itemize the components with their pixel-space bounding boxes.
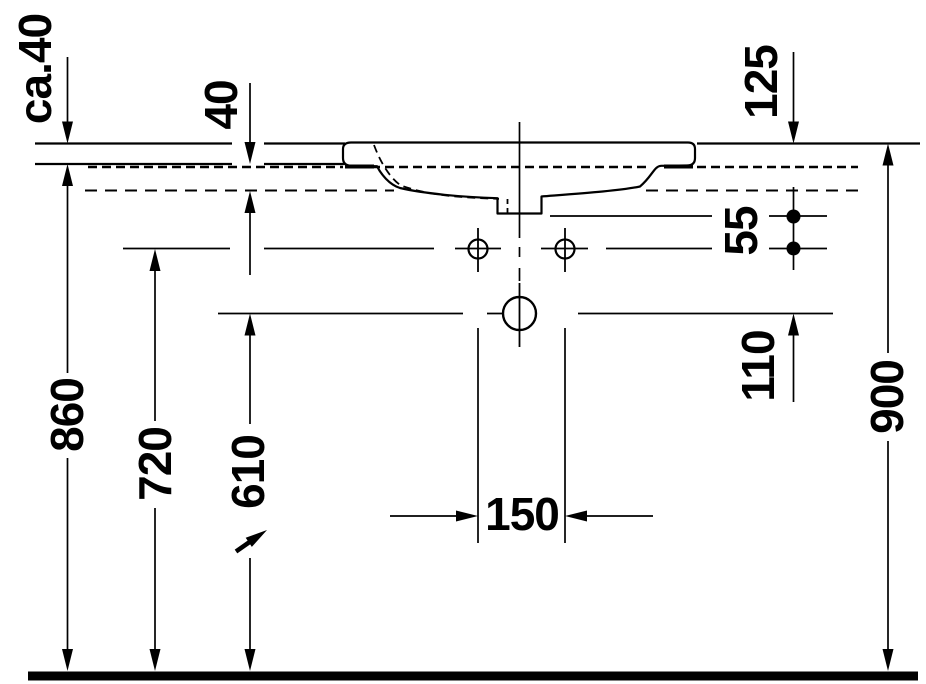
label-floor-to-rim: 900 [861,360,913,434]
label-counter-thickness: ca.40 [9,14,61,124]
label-floor-to-underside: 860 [41,378,93,452]
dimension-dot [786,209,801,224]
label-holes-to-drain: 110 [732,330,784,401]
dim-ca40 [62,57,73,144]
dim-55 [786,187,801,270]
label-rim-to-basin-underside: 125 [735,45,787,119]
washbasin-outline [341,122,697,281]
dimension-labels: ca.40 40 125 55 110 860 720 610 900 150 [9,14,913,540]
label-floor-to-holes: 720 [129,427,181,501]
hidden-reference-lines [85,165,858,192]
dim-110 [788,313,799,402]
label-floor-to-drain: 610 [222,435,274,509]
hole-spacing-extension-lines [477,328,566,543]
dim-40 [244,83,256,275]
drain-hole [218,283,833,347]
dim-860 [62,164,73,671]
dim-900 [882,143,894,671]
basin-inner-bowl-hidden-line [373,144,500,200]
label-underside-to-holes: 55 [715,206,767,256]
dim-720 [149,249,161,671]
label-hole-spacing: 150 [485,488,559,540]
dimension-lines [62,52,894,671]
countertop-lines [35,142,920,166]
dim-150 [390,510,653,522]
label-rim-drop: 40 [195,80,247,129]
dim-125 [788,52,799,144]
dim-610 [234,313,271,671]
dimension-dot [786,241,801,256]
